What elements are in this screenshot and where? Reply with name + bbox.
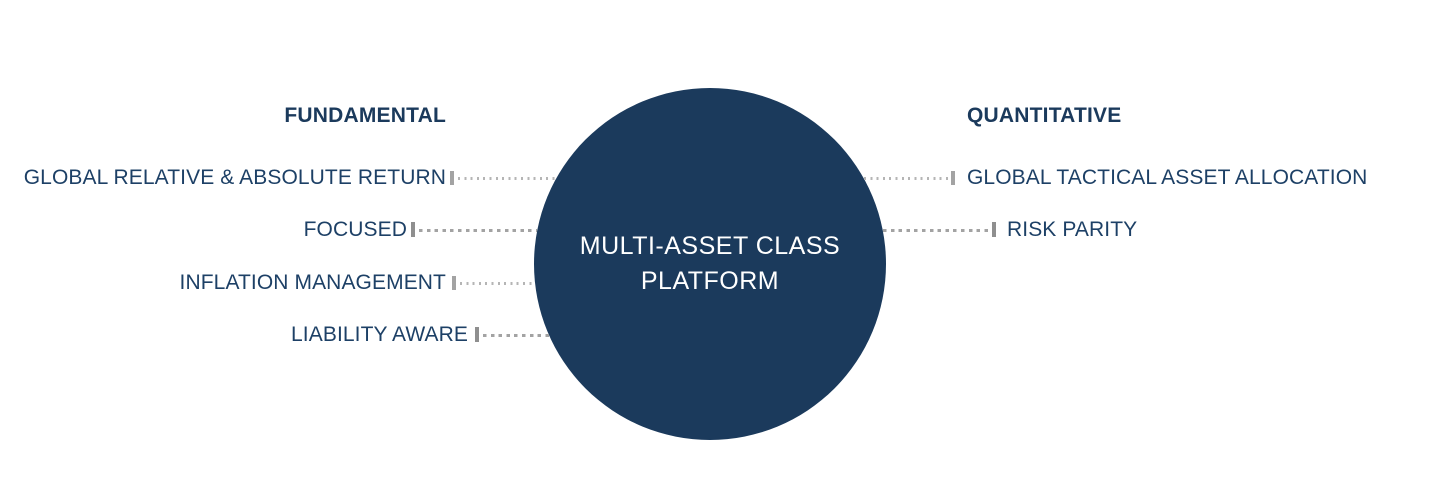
dotted-connector — [883, 228, 989, 232]
center-title-line2: PLATFORM — [640, 267, 780, 295]
left-column-header: FUNDAMENTAL — [284, 104, 446, 127]
connector-tick — [992, 222, 996, 237]
left-item-inflation-management: INFLATION MANAGEMENT — [179, 271, 446, 294]
center-title-line1: MULTI-ASSET CLASS — [579, 232, 841, 260]
center-circle-title: MULTI-ASSET CLASS PLATFORM — [580, 229, 840, 299]
connector-tick — [452, 276, 456, 290]
dotted-connector — [864, 177, 948, 180]
connector-tick — [450, 171, 454, 185]
right-column-header: QUANTITATIVE — [967, 104, 1122, 127]
dotted-connector — [419, 228, 537, 232]
left-item-liability-aware: LIABILITY AWARE — [291, 323, 468, 346]
center-circle: MULTI-ASSET CLASS PLATFORM — [534, 88, 886, 440]
connector-tick — [951, 171, 955, 185]
connector-tick — [411, 222, 415, 237]
left-item-focused: FOCUSED — [303, 218, 407, 241]
dotted-connector — [458, 177, 556, 180]
right-item-global-tactical-asset-allocation: GLOBAL TACTICAL ASSET ALLOCATION — [967, 166, 1368, 189]
connector-tick — [475, 327, 479, 342]
dotted-connector — [460, 282, 535, 285]
left-item-global-relative-absolute-return: GLOBAL RELATIVE & ABSOLUTE RETURN — [23, 166, 446, 189]
dotted-connector — [483, 333, 549, 337]
right-item-risk-parity: RISK PARITY — [1007, 218, 1138, 241]
